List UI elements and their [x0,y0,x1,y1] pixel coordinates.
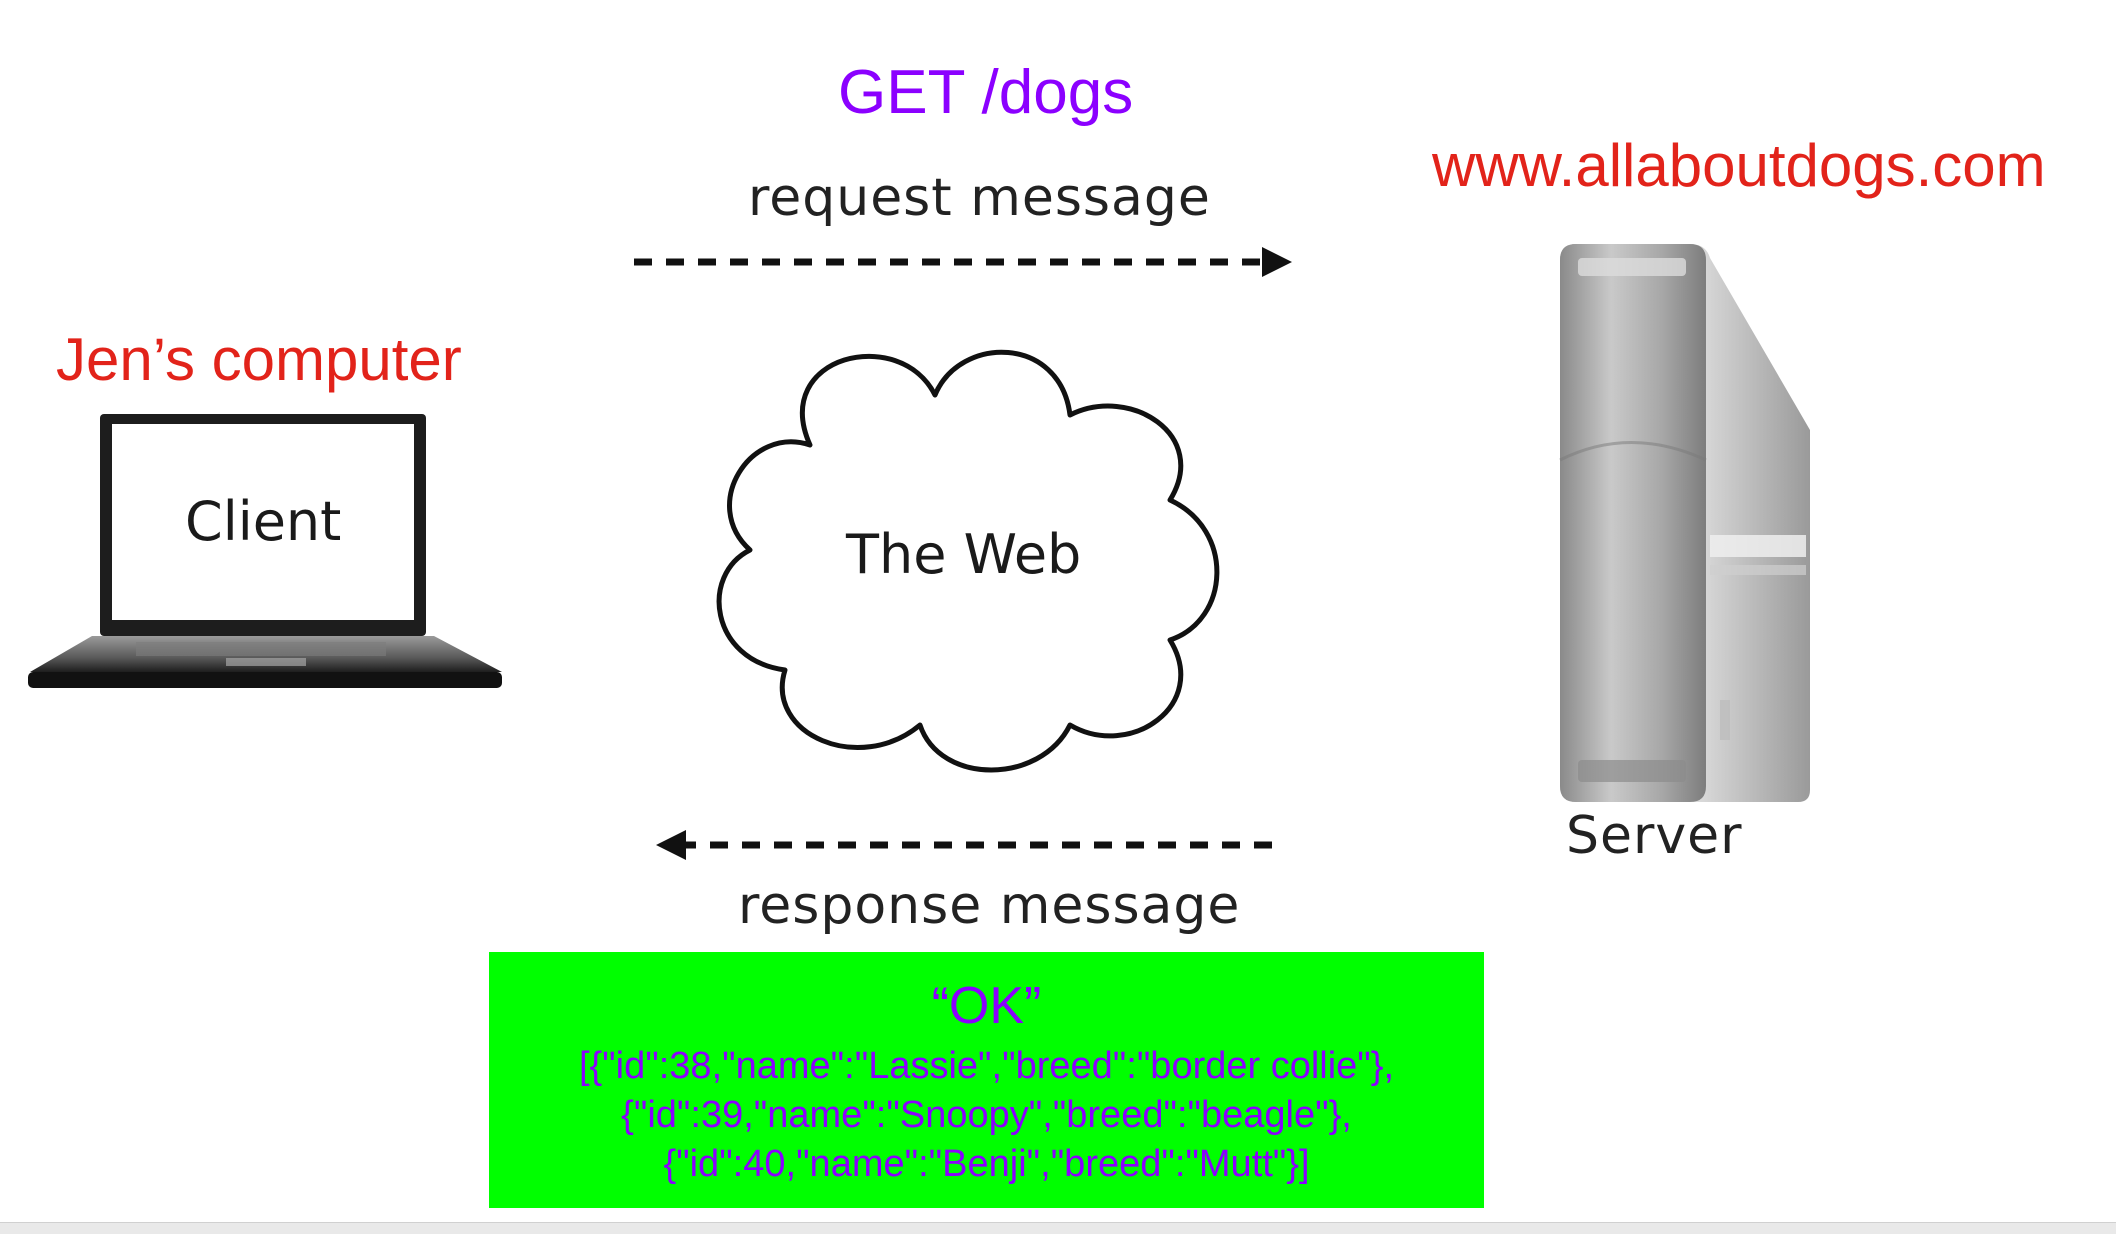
response-json-line: [{"id":38,"name":"Lassie","breed":"borde… [578,1045,1395,1087]
server-host-label: www.allaboutdogs.com [1432,132,2046,199]
cloud-icon [716,349,1220,773]
server-label: Server [1566,806,1743,866]
request-message-label: request message [748,168,1211,228]
response-message-label: response message [738,876,1241,936]
dashed-arrow-right-icon [634,247,1292,277]
the-web-label: The Web [846,523,1082,586]
client-owner-label: Jen’s computer [56,326,462,393]
request-method-label: GET /dogs [838,58,1134,127]
response-json-line: {"id":40,"name":"Benji","breed":"Mutt"}] [663,1143,1310,1185]
client-label: Client [185,490,342,553]
bottom-scroll-edge [0,1222,2116,1234]
laptop-icon [28,414,502,688]
response-json-line: {"id":39,"name":"Snoopy","breed":"beagle… [621,1094,1352,1136]
dashed-arrow-left-icon [656,830,1272,860]
response-body-box: “OK” [{"id":38,"name":"Lassie","breed":"… [489,952,1484,1208]
response-status: “OK” [931,977,1042,1035]
server-tower-icon [1559,244,1810,802]
